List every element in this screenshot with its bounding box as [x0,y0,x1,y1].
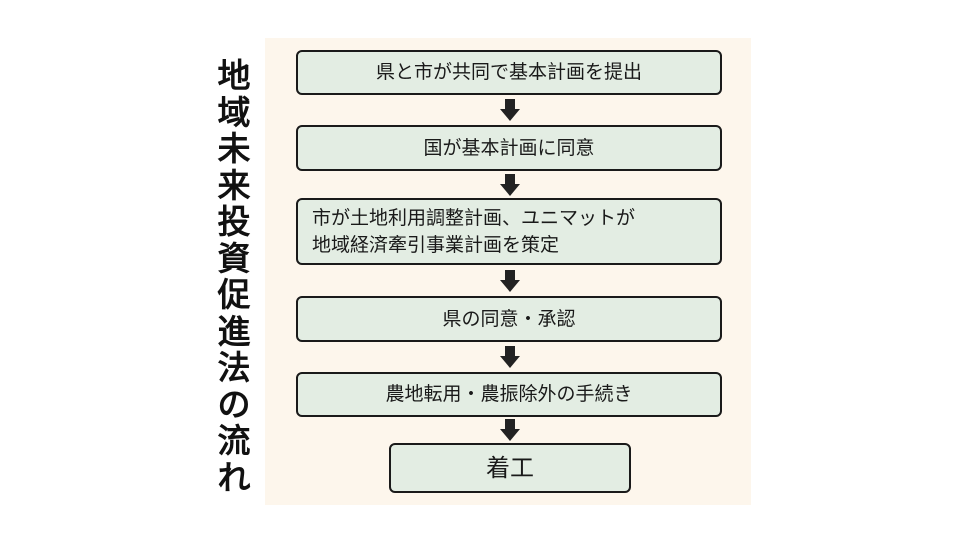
title-char: 未 [217,129,251,168]
title-char: の [217,384,251,424]
step-6-text: 着工 [486,453,534,482]
step-1-text: 県と市が共同で基本計画を提出 [375,61,642,83]
title-char: 進 [217,311,251,351]
arrow-down-icon [500,270,520,292]
step-3-text-line-2: 地域経済牽引事業計画を策定 [312,233,560,256]
arrow-down-icon [500,174,520,196]
step-2-text: 国が基本計画に同意 [423,136,595,159]
title-char: 促 [217,275,251,314]
diagram-title: 地 域 未 来 投 資 促 進 法 の 流 れ [212,56,256,497]
step-5-box: 農地転用・農振除外の手続き [296,372,722,417]
step-4-box: 県の同意・承認 [296,296,722,342]
step-5-text: 農地転用・農振除外の手続き [385,383,633,405]
step-6-box: 着工 [389,443,631,493]
arrow-down-icon [500,99,520,121]
title-char: 地 [217,56,251,95]
step-2-box: 国が基本計画に同意 [296,125,722,171]
arrow-down-icon [500,346,520,368]
title-char: 資 [217,238,251,278]
title-char: れ [217,457,251,497]
title-char: 法 [217,348,251,387]
title-char: 投 [217,202,251,241]
step-3-text-line-1: 市が土地利用調整計画、ユニマットが [312,206,636,229]
step-3-box: 市が土地利用調整計画、ユニマットが 地域経済牽引事業計画を策定 [296,198,722,265]
step-1-box: 県と市が共同で基本計画を提出 [296,50,722,95]
title-char: 来 [217,165,251,205]
arrow-down-icon [500,419,520,441]
step-4-text: 県の同意・承認 [442,307,576,330]
title-char: 域 [217,92,251,132]
title-char: 流 [217,421,251,460]
